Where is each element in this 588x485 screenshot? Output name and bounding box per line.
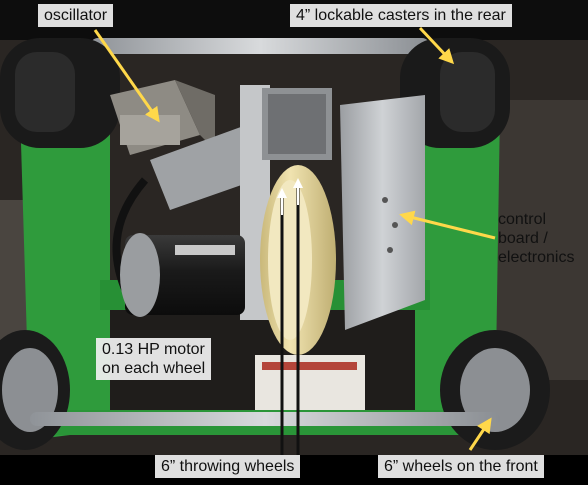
label-front-wheels: 6” wheels on the front xyxy=(378,455,544,478)
top-crossbar xyxy=(90,38,430,54)
label-rear-casters: 4” lockable casters in the rear xyxy=(290,4,512,27)
label-throwing-wheels: 6” throwing wheels xyxy=(155,455,301,478)
front-wheels-arrow xyxy=(468,417,492,451)
label-motor-line2: on each wheel xyxy=(102,360,206,377)
label-motor: 0.13 HP motor on each wheel xyxy=(96,338,212,380)
label-oscillator: oscillator xyxy=(38,4,114,27)
label-control-line3: electronics xyxy=(498,249,575,266)
casters-arrow xyxy=(418,26,455,65)
control-board-arrow xyxy=(399,210,496,240)
front-axle xyxy=(30,412,500,426)
label-control-line2: board / xyxy=(498,230,548,247)
label-control-board: control board / electronics xyxy=(498,210,574,267)
label-motor-line1: 0.13 HP motor xyxy=(102,341,205,358)
control-box xyxy=(340,95,425,330)
oscillator-arrow xyxy=(93,29,160,123)
label-control-line1: control xyxy=(498,211,547,228)
